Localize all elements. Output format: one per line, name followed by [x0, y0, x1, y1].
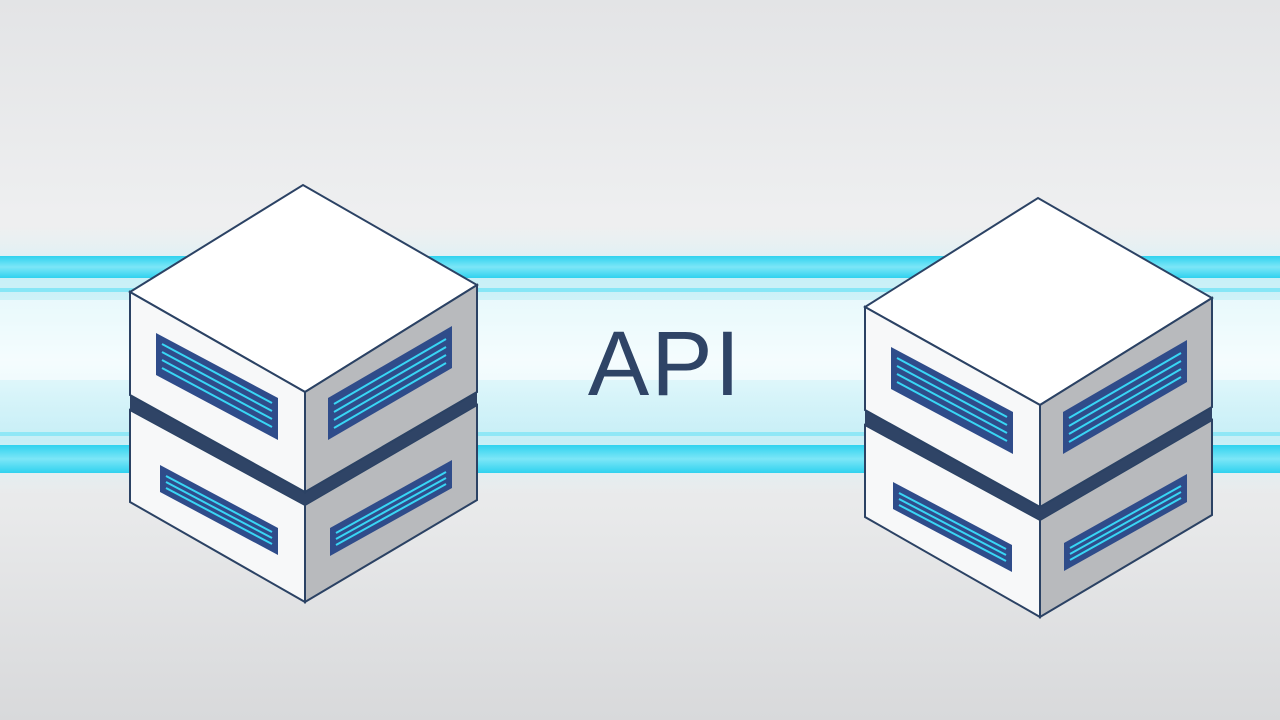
vent-icon	[330, 460, 452, 556]
left-server-bottom-unit	[129, 403, 478, 604]
left-server-top-unit	[128, 183, 479, 494]
vent-icon	[1064, 474, 1187, 571]
vent-icon	[328, 326, 452, 440]
vent-icon	[156, 333, 278, 440]
right-server	[863, 196, 1214, 619]
right-server-bottom-unit	[864, 418, 1213, 619]
vent-icon	[893, 482, 1012, 572]
vent-icon	[891, 347, 1013, 454]
right-server-top-unit	[863, 196, 1214, 509]
left-server	[128, 183, 479, 604]
api-label: API	[587, 313, 743, 415]
vent-icon	[1063, 340, 1187, 454]
vent-icon	[160, 465, 278, 555]
